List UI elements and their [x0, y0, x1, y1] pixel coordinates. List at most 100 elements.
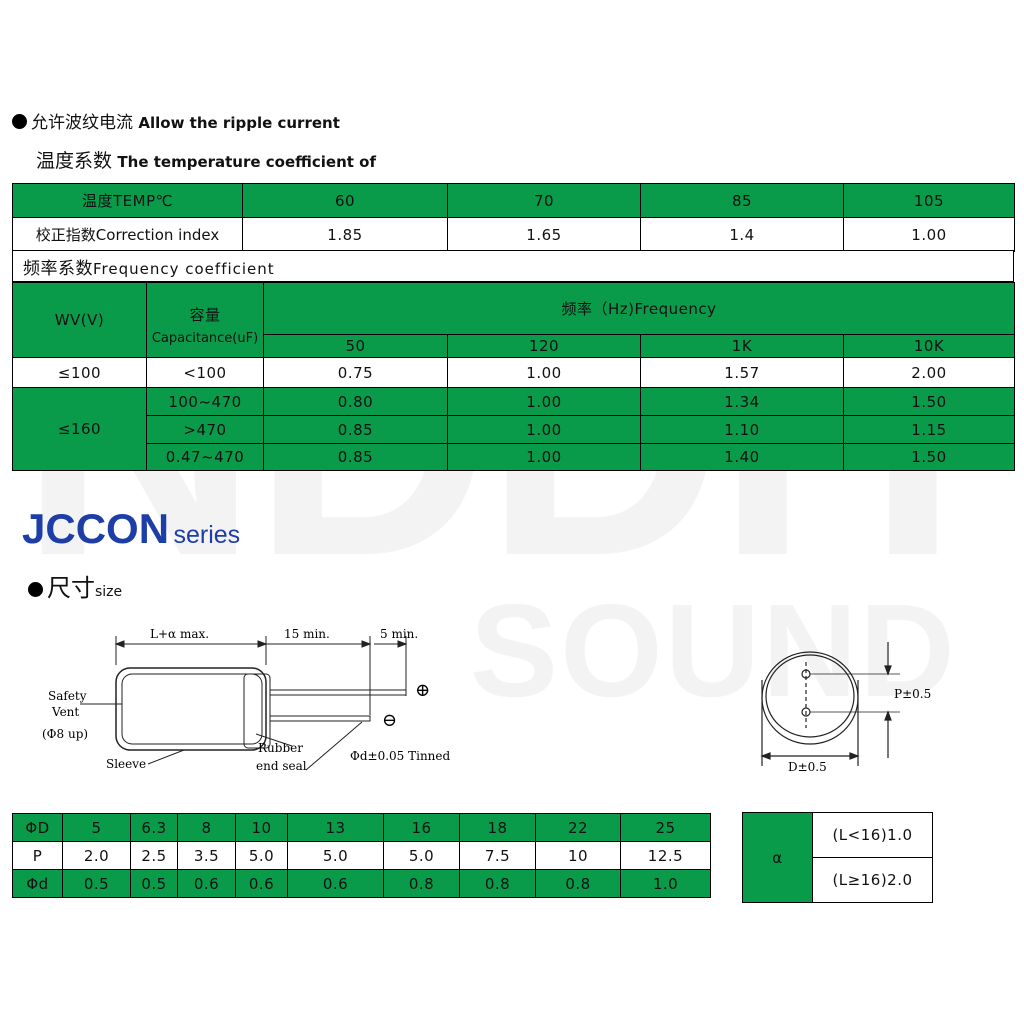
temp-header-row: 温度TEMP℃ 60 70 85 105: [12, 183, 1015, 218]
coef-cell: 1.50: [843, 387, 1015, 416]
vent-label: Vent: [51, 705, 79, 719]
temp-cell: 70: [447, 183, 641, 218]
dim-cell: 0.8: [535, 869, 621, 898]
coef-cell: 1.00: [447, 415, 641, 444]
tinned-label: Φd±0.05 Tinned: [350, 749, 451, 763]
size-heading: 尺寸size: [28, 568, 122, 603]
rubber-label: Rubber: [258, 741, 303, 755]
alpha-value: (L<16)1.0: [812, 812, 933, 858]
dim-cell: 10: [235, 813, 288, 842]
temp-coef-heading-cn: 温度系数: [36, 150, 113, 172]
frequency-title-cn: 频率系数: [23, 258, 93, 279]
temp-coef-heading-en: The temperature coefficient of: [117, 153, 376, 171]
temp-coef-heading: 温度系数 The temperature coefficient of: [36, 146, 376, 173]
dim-cell: 12.5: [620, 841, 711, 870]
cap-cell: >470: [146, 415, 264, 444]
freq-header-row: WV(V) 容量 Capacitance(uF) 频率（Hz)Frequency: [12, 282, 1015, 358]
frequency-title-row: 频率系数Frequency coefficient: [12, 250, 1014, 282]
series-suffix: series: [173, 521, 241, 549]
coef-cell: 0.85: [263, 443, 448, 471]
ripple-heading-en: Allow the ripple current: [138, 114, 340, 132]
capacitor-end-diagram: P±0.5 D±0.5: [760, 642, 931, 774]
wv-cell: ≤160: [12, 387, 147, 471]
cap-header: 容量 Capacitance(uF): [146, 282, 264, 358]
dim-cell: 25: [620, 813, 711, 842]
temp-cell: 60: [242, 183, 448, 218]
cap-header-en: Capacitance(uF): [151, 331, 259, 346]
coef-cell: 1.00: [447, 443, 641, 471]
alpha-row: (L≥16)2.0: [743, 857, 933, 903]
bullet-icon: [28, 582, 43, 597]
phi8-label: (Φ8 up): [42, 727, 88, 741]
table-row: ≤100 <100 0.75 1.00 1.57 2.00: [12, 357, 1015, 388]
diameter-label: D±0.5: [788, 760, 827, 774]
coef-cell: 0.85: [263, 415, 448, 444]
dim-cell: 22: [535, 813, 621, 842]
dim-label: ΦD: [12, 813, 63, 842]
min15-label: 15 min.: [284, 627, 330, 641]
dim-cell: 5.0: [383, 841, 460, 870]
table-row: ≤160 100~470 0.80 1.00 1.34 1.50: [12, 387, 1015, 471]
size-heading-en: size: [95, 584, 123, 600]
frequency-title: 频率系数Frequency coefficient: [12, 250, 1014, 282]
pitch-label: P±0.5: [894, 687, 931, 701]
coef-cell: 1.57: [640, 357, 844, 388]
dim-cell: 5.0: [235, 841, 288, 870]
minus-icon: ⊖: [382, 710, 397, 731]
dim-cell: 7.5: [459, 841, 536, 870]
temp-header-label: 温度TEMP℃: [12, 183, 243, 218]
plus-icon: ⊕: [415, 680, 430, 701]
table-row: 0.47~470 0.85 1.00 1.40 1.50: [13, 443, 1015, 471]
coef-cell: 1.15: [843, 415, 1015, 444]
correction-cell: 1.00: [843, 217, 1015, 252]
dim-cell: 5: [62, 813, 131, 842]
freq-values-row: 50 120 1K 10K: [13, 334, 1015, 358]
dimension-table: ΦD 5 6.3 8 10 13 16 18 22 25 P 2.0 2.5 3…: [12, 813, 711, 898]
sleeve-label: Sleeve: [106, 757, 146, 771]
correction-label: 校正指数Correction index: [12, 217, 243, 252]
coef-cell: 1.50: [843, 443, 1015, 471]
dim-cell: 6.3: [130, 813, 178, 842]
cap-cell: 0.47~470: [146, 443, 264, 471]
frequency-table: WV(V) 容量 Capacitance(uF) 频率（Hz)Frequency…: [12, 282, 1015, 471]
series-name: JCCON: [22, 505, 170, 552]
freq-cell: 10K: [843, 334, 1015, 358]
dim-cell: 3.5: [177, 841, 236, 870]
dim-cell: 0.8: [459, 869, 536, 898]
coef-cell: 2.00: [843, 357, 1015, 388]
dim-cell: 10: [535, 841, 621, 870]
table-row: >470 0.85 1.00 1.10 1.15: [13, 415, 1015, 444]
freq-cell: 1K: [640, 334, 844, 358]
dim-cell: 0.5: [62, 869, 131, 898]
safety-label: Safety: [48, 689, 87, 703]
freq-cell: 120: [447, 334, 641, 358]
dim-cell: 0.6: [287, 869, 384, 898]
dim-label: P: [12, 841, 63, 870]
alpha-symbol: α: [742, 812, 813, 903]
dim-cell: 18: [459, 813, 536, 842]
coef-cell: 1.00: [447, 387, 641, 416]
dim-label: Φd: [12, 869, 63, 898]
dim-cell: 0.5: [130, 869, 178, 898]
cap-cell: <100: [146, 357, 264, 388]
temp-cell: 105: [843, 183, 1015, 218]
correction-row: 校正指数Correction index 1.85 1.65 1.4 1.00: [12, 217, 1015, 252]
cap-cell: 100~470: [146, 387, 264, 416]
correction-cell: 1.85: [242, 217, 448, 252]
size-heading-cn: 尺寸: [47, 574, 95, 602]
lead-diameter-row: Φd 0.5 0.5 0.6 0.6 0.6 0.8 0.8 0.8 1.0: [12, 869, 711, 898]
wv-header: WV(V): [12, 282, 147, 358]
dim-cell: 0.6: [177, 869, 236, 898]
dim-cell: 8: [177, 813, 236, 842]
dim-cell: 0.6: [235, 869, 288, 898]
series-heading: JCCON series: [22, 505, 240, 553]
coef-cell: 1.34: [640, 387, 844, 416]
pitch-row: P 2.0 2.5 3.5 5.0 5.0 5.0 7.5 10 12.5: [12, 841, 711, 870]
temp-cell: 85: [640, 183, 844, 218]
dim-cell: 2.0: [62, 841, 131, 870]
dim-cell: 5.0: [287, 841, 384, 870]
coef-cell: 0.75: [263, 357, 448, 388]
diameter-row: ΦD 5 6.3 8 10 13 16 18 22 25: [12, 813, 711, 842]
ripple-heading-cn: 允许波纹电流: [31, 113, 133, 133]
alpha-value: (L≥16)2.0: [812, 857, 933, 903]
